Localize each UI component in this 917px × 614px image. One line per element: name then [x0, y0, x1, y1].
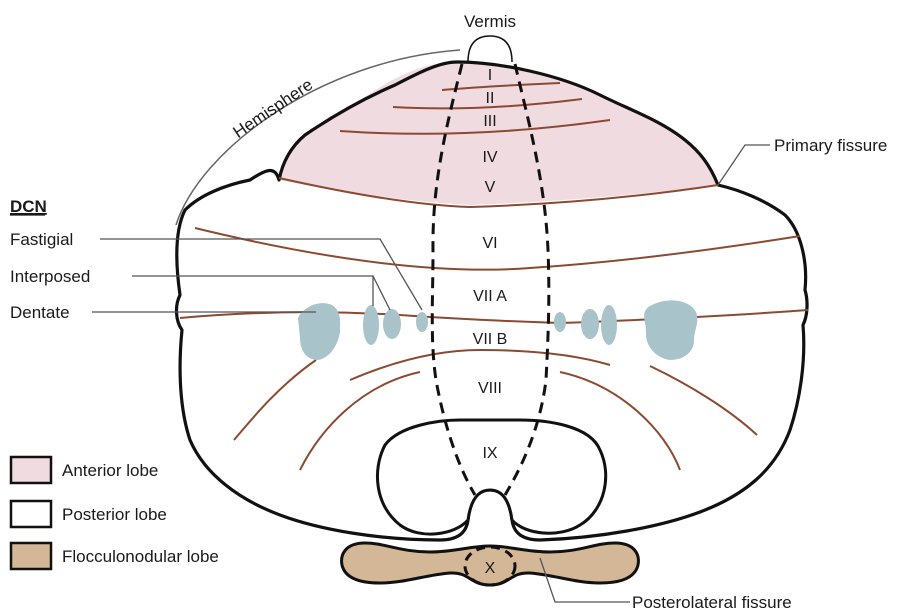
vermis-bracket: [468, 36, 512, 62]
primary-fissure-leader: [718, 145, 770, 185]
lobule-v-label: V: [485, 179, 496, 196]
dentate-label: Dentate: [10, 303, 70, 322]
dcn-header: DCN: [10, 197, 47, 216]
lobule-ii-label: II: [486, 90, 495, 107]
lobule-viii-label: VIII: [478, 380, 502, 397]
lobule-viib-label: VII B: [473, 331, 508, 348]
legend-swatch-posterior: [11, 501, 51, 527]
interposed-leader: [132, 276, 373, 306]
legend-label-anterior: Anterior lobe: [62, 461, 158, 480]
anterior-lobe-region: [279, 62, 718, 205]
interposed-left-a: [363, 305, 379, 345]
hemisphere-label: Hemisphere: [230, 75, 317, 142]
legend-swatch-anterior: [11, 457, 51, 483]
fastigial-leader: [100, 239, 422, 310]
lobule-iv-label: IV: [482, 149, 497, 166]
legend-label-posterior: Posterior lobe: [62, 505, 167, 524]
primary-fissure-label: Primary fissure: [774, 136, 887, 155]
legend-label-flocculonodular: Flocculonodular lobe: [62, 547, 219, 566]
lobule-ix-label: IX: [482, 445, 497, 462]
lobule-x-label: X: [485, 560, 496, 577]
interposed-label: Interposed: [10, 267, 90, 286]
fissure-outer-right: [650, 366, 757, 435]
lobule-i-label: I: [488, 67, 492, 84]
vermis-label: Vermis: [464, 12, 516, 31]
interposed-right-a: [601, 305, 617, 345]
lobule-vi-label: VI: [482, 235, 497, 252]
fastigial-left: [416, 312, 428, 332]
legend: Anterior lobe Posterior lobe Flocculonod…: [11, 457, 219, 569]
legend-swatch-flocculonodular: [11, 543, 51, 569]
lobule-viia-label: VII A: [473, 288, 507, 305]
dentate-right: [644, 300, 697, 360]
interposed-leader-b: [373, 276, 390, 310]
interposed-left-b: [383, 309, 401, 339]
interposed-right-b: [581, 309, 599, 339]
fastigial-right: [554, 312, 566, 332]
fissure-outer-left: [234, 360, 316, 440]
lobule-ix-outline: [377, 420, 605, 534]
posterolateral-fissure-label: Posterolateral fissure: [632, 593, 792, 612]
lobule-iii-label: III: [483, 113, 496, 130]
fastigial-label: Fastigial: [10, 230, 73, 249]
